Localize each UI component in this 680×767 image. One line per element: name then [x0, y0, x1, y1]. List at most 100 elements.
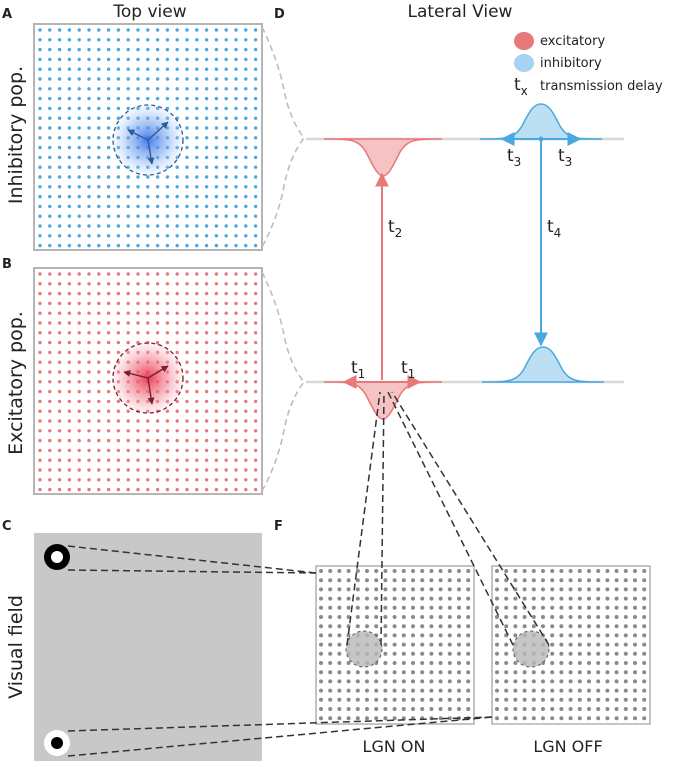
excitatory-neuron-dot [214, 468, 219, 472]
lgn-off-dot [587, 578, 591, 583]
excitatory-neuron-dot [67, 380, 72, 384]
inhibitory-neuron-dot [253, 204, 258, 209]
lgn-on-dot [457, 569, 461, 573]
lgn-off-dot [522, 596, 527, 601]
inhibitory-neuron-dot [38, 28, 42, 32]
lgn-off-dot [642, 605, 647, 610]
excitatory-neuron-dot [67, 291, 72, 296]
lgn-off-dot [623, 633, 628, 638]
inhibitory-neuron-dot [214, 243, 219, 248]
excitatory-neuron-dot [253, 272, 258, 276]
excitatory-neuron-dot [224, 360, 228, 364]
lgn-on-dot [319, 615, 323, 619]
inhibitory-neuron-dot [116, 204, 121, 209]
inhibitory-neuron-dot [234, 106, 238, 111]
inhibitory-profile-top [479, 103, 603, 140]
excitatory-neuron-dot [155, 321, 160, 325]
inhibitory-neuron-dot [195, 28, 199, 32]
lgn-on-dot [457, 624, 461, 629]
inhibitory-neuron-dot [253, 165, 258, 169]
inhibitory-neuron-dot [175, 57, 179, 62]
inhibitory-neuron-dot [97, 234, 101, 238]
inhibitory-neuron-dot [155, 96, 160, 101]
excitatory-neuron-dot [214, 419, 219, 423]
excitatory-neuron-dot [195, 360, 199, 364]
inhibitory-neuron-dot [195, 47, 199, 52]
excitatory-neuron-dot [48, 311, 52, 315]
lgn-on-dot [429, 633, 434, 638]
excitatory-neuron-dot [48, 282, 52, 286]
lgn-off-dot [568, 624, 573, 629]
excitatory-neuron-dot [253, 419, 258, 423]
inhibitory-neuron-dot [48, 38, 52, 42]
excitatory-neuron-dot [175, 419, 179, 423]
inhibitory-neuron-dot [195, 136, 199, 140]
excitatory-neuron-dot [106, 419, 111, 423]
lgn-on-dot [365, 569, 369, 573]
inhibitory-neuron-dot [214, 57, 219, 62]
lgn-off-dot [504, 651, 509, 656]
inhibitory-neuron-dot [224, 185, 228, 189]
lgn-on-dot [457, 670, 461, 675]
excitatory-neuron-dot [244, 282, 248, 286]
lgn-on-dot [374, 707, 379, 711]
lgn-off-dot [623, 642, 628, 647]
excitatory-neuron-dot [234, 331, 238, 335]
inhibitory-neuron-dot [77, 234, 81, 238]
lgn-on-dot [420, 615, 425, 619]
excitatory-neuron-dot [106, 301, 111, 306]
inhibitory-neuron-dot [204, 194, 209, 199]
lgn-on-dot [319, 697, 323, 702]
excitatory-neuron-dot [38, 311, 42, 315]
lgn-off-dot [504, 688, 509, 693]
excitatory-neuron-dot [87, 389, 91, 394]
lgn-on-dot [429, 679, 434, 684]
excitatory-neuron-dot [97, 340, 101, 345]
lgn-off-dot [513, 615, 518, 619]
inhibitory-neuron-dot [38, 224, 42, 228]
excitatory-neuron-dot [87, 331, 91, 335]
inhibitory-neuron-dot [97, 106, 101, 111]
excitatory-neuron-dot [234, 429, 238, 433]
excitatory-neuron-dot [146, 429, 150, 433]
lgn-off-dot [614, 697, 619, 702]
excitatory-neuron-dot [165, 429, 170, 433]
inhibitory-neuron-dot [195, 185, 199, 189]
inhibitory-neuron-dot [87, 38, 91, 42]
inhibitory-neuron-dot [106, 194, 111, 199]
lgn-off-dot [577, 596, 582, 601]
inhibitory-neuron-dot [77, 145, 81, 150]
inhibitory-neuron-dot [165, 38, 170, 42]
connector-off-stimulus-bottom [67, 569, 317, 574]
excitatory-neuron-dot [195, 291, 199, 296]
inhibitory-neuron-dot [136, 96, 140, 101]
lgn-on-dot [383, 624, 388, 629]
lgn-on-dot [328, 642, 333, 647]
excitatory-neuron-dot [77, 438, 81, 443]
excitatory-neuron-dot [146, 272, 150, 276]
excitatory-neuron-dot [195, 311, 199, 315]
excitatory-neuron-dot [234, 340, 238, 345]
inhibitory-grid-panel [33, 23, 263, 251]
excitatory-neuron-dot [136, 468, 140, 472]
lgn-off-dot [596, 624, 601, 629]
excitatory-neuron-dot [48, 438, 52, 443]
excitatory-neuron-dot [116, 399, 121, 404]
excitatory-neuron-dot [165, 438, 170, 443]
excitatory-neuron-dot [165, 409, 170, 413]
lgn-on-dot [337, 605, 342, 610]
lgn-on-dot [438, 642, 443, 647]
lgn-off-dot [559, 642, 564, 647]
excitatory-neuron-dot [106, 370, 111, 374]
lgn-on-dot [401, 661, 406, 665]
inhibitory-neuron-dot [253, 96, 258, 101]
excitatory-neuron-dot [185, 419, 189, 423]
excitatory-neuron-dot [224, 448, 228, 453]
lgn-off-dot [541, 707, 545, 711]
inhibitory-neuron-dot [38, 185, 42, 189]
excitatory-neuron-dot [175, 438, 179, 443]
inhibitory-neuron-dot [244, 234, 248, 238]
excitatory-neuron-dot [244, 429, 248, 433]
excitatory-neuron-dot [146, 301, 150, 306]
lgn-on-dot [411, 661, 415, 665]
